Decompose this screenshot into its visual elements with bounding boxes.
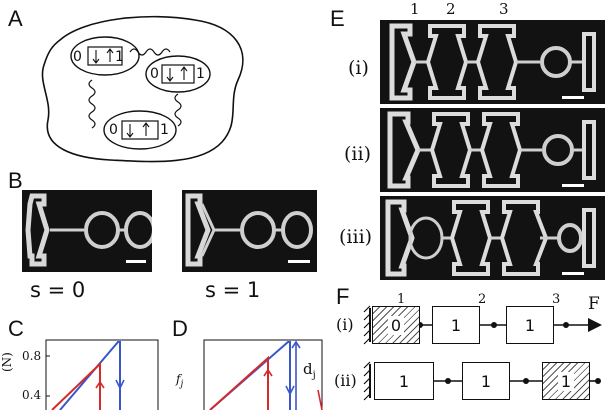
- panel-d-plot: [203, 339, 323, 410]
- f-bit-i-2: 1: [432, 306, 480, 344]
- unit-a3-zero: 0: [109, 122, 118, 138]
- f-bit-ii-1-value: 1: [398, 371, 410, 391]
- e-row-label-iii: (iii): [339, 226, 373, 248]
- panel-c-plot: [45, 339, 159, 410]
- unit-a2-one: 1: [196, 66, 205, 82]
- f-column-2: 2: [478, 292, 487, 307]
- f-bit-i-3-value: 1: [524, 315, 536, 335]
- scale-bar: [126, 260, 146, 263]
- micrograph-e-row-i: [380, 20, 605, 104]
- e-column-1: 1: [410, 0, 420, 18]
- scale-bar: [562, 184, 584, 187]
- d-annotation: dj: [303, 360, 316, 381]
- f-bit-ii-3-value: 1: [557, 371, 575, 391]
- d-ylabel-main: f: [176, 372, 181, 386]
- panel-label-f: F: [336, 284, 350, 309]
- panel-label-c: C: [8, 316, 24, 341]
- state-label-s0: s = 0: [30, 278, 86, 302]
- f-row-label-i: (i): [336, 315, 354, 334]
- unit-a1-zero: 0: [73, 49, 82, 65]
- panel-a-schematic: [41, 15, 244, 163]
- unit-a2-zero: 0: [150, 66, 159, 82]
- micrograph-b-state-1: [182, 190, 317, 272]
- c-ytick-bottom: 0.4: [22, 388, 42, 402]
- f-bit-ii-3: 1: [542, 362, 590, 400]
- f-column-3: 3: [552, 292, 561, 307]
- f-force-label: F: [588, 294, 600, 314]
- e-row-label-i: (i): [348, 57, 369, 79]
- e-column-3: 3: [499, 0, 509, 18]
- f-bit-i-2-value: 1: [450, 315, 462, 335]
- e-column-2: 2: [446, 0, 456, 18]
- f-bit-i-3: 1: [506, 306, 554, 344]
- scale-bar: [562, 272, 584, 275]
- panel-label-d: D: [172, 316, 188, 341]
- panel-label-a: A: [8, 6, 23, 31]
- d-ylabel-sub: j: [180, 379, 184, 390]
- f-column-1: 1: [397, 292, 406, 307]
- panel-label-e: E: [330, 6, 345, 31]
- f-bit-ii-2: 1: [462, 362, 510, 400]
- micrograph-b-state-0: [22, 190, 152, 272]
- scale-bar: [562, 96, 584, 99]
- f-row-label-ii: (ii): [334, 371, 357, 390]
- f-bit-ii-2-value: 1: [480, 371, 492, 391]
- f-bit-i-1-value: 0: [387, 315, 405, 335]
- c-ytick-top: 0.8: [22, 349, 42, 363]
- micrograph-e-row-ii: [380, 108, 605, 192]
- scale-bar: [288, 260, 310, 263]
- d-annotation-sub: j: [312, 370, 316, 381]
- f-bit-ii-1: 1: [374, 362, 434, 400]
- unit-a3-one: 1: [160, 122, 169, 138]
- unit-a1-one: 1: [115, 49, 124, 65]
- micrograph-e-row-iii: [380, 196, 605, 280]
- e-row-label-ii: (ii): [344, 143, 371, 165]
- f-bit-i-1: 0: [372, 306, 420, 344]
- state-label-s1: s = 1: [205, 278, 261, 302]
- c-ylabel: (N): [0, 352, 14, 372]
- d-annotation-main: d: [303, 360, 313, 378]
- panel-label-b: B: [8, 168, 23, 193]
- d-ylabel: fj: [176, 372, 183, 389]
